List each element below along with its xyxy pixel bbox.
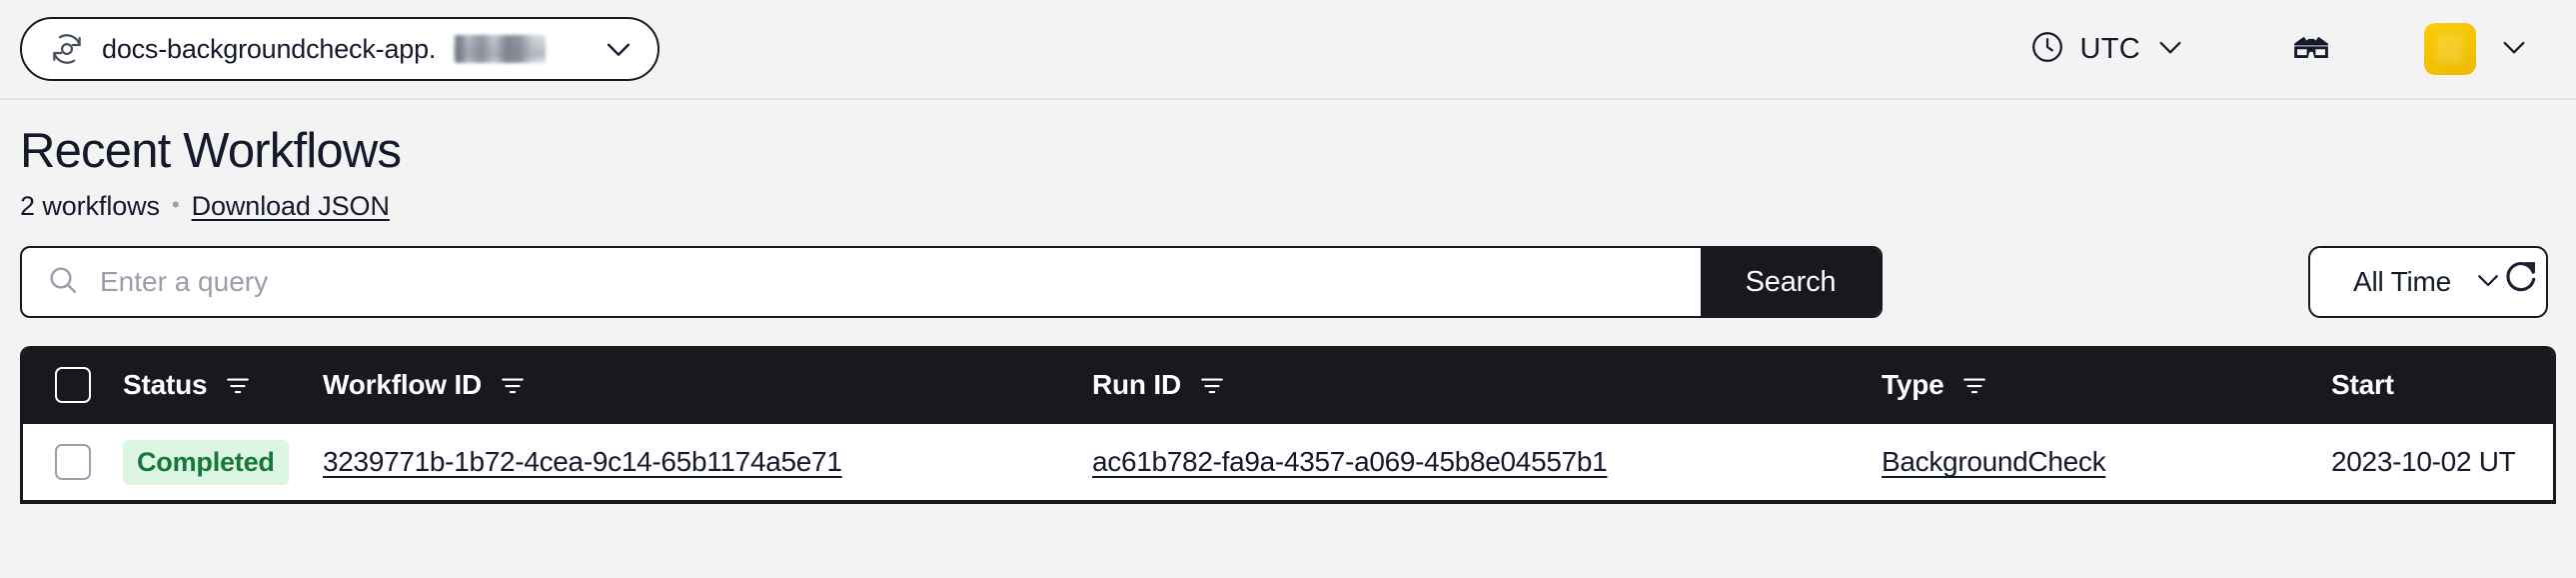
chevron-down-icon[interactable]	[2498, 31, 2530, 68]
select-all-cell	[23, 367, 123, 404]
timezone-selector[interactable]: UTC	[2019, 21, 2196, 78]
top-bar-actions: UTC	[2019, 18, 2576, 80]
run-id-link[interactable]: ac61b782-fa9a-4357-a069-45b8e04557b1	[1092, 446, 1608, 478]
column-header-workflow-id[interactable]: Workflow ID	[323, 369, 1092, 401]
column-label: Workflow ID	[323, 369, 483, 401]
column-label: Start	[2331, 369, 2394, 401]
search-icon	[46, 263, 80, 302]
workflows-table: Status Workflow ID	[20, 346, 2556, 505]
user-menu[interactable]	[2424, 23, 2530, 75]
chevron-down-icon[interactable]	[602, 32, 636, 66]
table-header-row: Status Workflow ID	[23, 346, 2553, 425]
chevron-down-icon[interactable]	[2154, 31, 2186, 68]
row-checkbox[interactable]	[55, 444, 91, 481]
download-json-link[interactable]: Download JSON	[191, 191, 390, 222]
search-toolbar: Search All Time	[20, 246, 2556, 319]
column-label: Type	[1882, 369, 1944, 401]
page-title: Recent Workflows	[20, 124, 402, 178]
page-header: Recent Workflows 2 workflows • Download …	[20, 100, 2556, 222]
start-time: 2023-10-02 UT	[2331, 446, 2516, 478]
search-box: Search	[20, 246, 1883, 319]
cell-start: 2023-10-02 UT	[2331, 446, 2553, 478]
search-field[interactable]	[22, 248, 1701, 316]
select-all-checkbox[interactable]	[55, 367, 91, 404]
page-content: Recent Workflows 2 workflows • Download …	[0, 100, 2576, 505]
temporal-logo-icon	[48, 30, 86, 68]
column-label: Status	[123, 369, 208, 401]
filter-icon[interactable]	[500, 372, 526, 398]
workflow-id-link[interactable]: 3239771b-1b72-4cea-9c14-65b1174a5e71	[323, 446, 842, 478]
avatar[interactable]	[2424, 23, 2476, 75]
separator-dot: •	[171, 191, 180, 217]
top-navigation-bar: docs-backgroundcheck-app. UTC	[0, 0, 2576, 100]
time-range-label: All Time	[2353, 266, 2451, 298]
row-select-cell	[23, 444, 123, 481]
namespace-redacted-text	[454, 35, 547, 63]
column-header-type[interactable]: Type	[1882, 369, 2331, 401]
cell-run-id: ac61b782-fa9a-4357-a069-45b8e04557b1	[1092, 446, 1882, 478]
search-button[interactable]: Search	[1701, 248, 1881, 317]
column-header-run-id[interactable]: Run ID	[1092, 369, 1882, 401]
status-badge: Completed	[123, 439, 289, 485]
clock-icon	[2029, 29, 2065, 70]
cell-type: BackgroundCheck	[1882, 446, 2331, 478]
column-label: Run ID	[1092, 369, 1182, 401]
cell-workflow-id: 3239771b-1b72-4cea-9c14-65b1174a5e71	[323, 446, 1092, 478]
page-subtitle: 2 workflows • Download JSON	[20, 191, 2556, 222]
workflow-count: 2 workflows	[20, 191, 160, 222]
cell-status: Completed	[123, 439, 323, 485]
filter-icon[interactable]	[1961, 372, 1987, 398]
column-header-start[interactable]: Start	[2331, 369, 2553, 401]
timezone-label: UTC	[2079, 32, 2140, 65]
refresh-icon[interactable]	[2494, 248, 2548, 302]
chevron-down-icon[interactable]	[2473, 265, 2503, 300]
workflow-type-link[interactable]: BackgroundCheck	[1882, 446, 2106, 478]
filter-icon[interactable]	[1199, 372, 1225, 398]
namespace-label: docs-backgroundcheck-app.	[102, 33, 437, 64]
3d-glasses-icon[interactable]	[2276, 18, 2346, 80]
column-header-status[interactable]: Status	[123, 369, 323, 401]
search-input[interactable]	[100, 266, 1701, 299]
filter-icon[interactable]	[225, 372, 251, 398]
table-row[interactable]: Completed 3239771b-1b72-4cea-9c14-65b117…	[23, 424, 2553, 505]
namespace-selector[interactable]: docs-backgroundcheck-app.	[20, 17, 659, 81]
